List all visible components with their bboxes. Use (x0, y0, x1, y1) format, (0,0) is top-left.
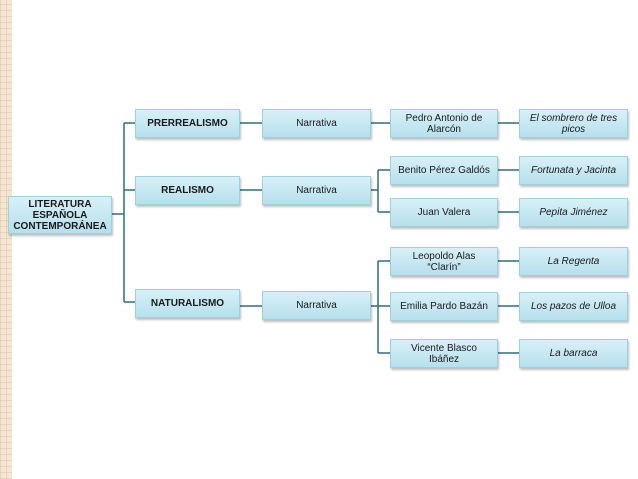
author-pardo-bazan: Emilia Pardo Bazán (390, 292, 498, 321)
work-pepita-jimenez: Pepita Jiménez (519, 198, 628, 227)
genre-prerrealismo: Narrativa (262, 109, 371, 138)
work-la-regenta: La Regenta (519, 247, 628, 276)
movement-prerrealismo: PRERREALISMO (135, 109, 240, 138)
decorative-left-stripe (0, 0, 12, 479)
movement-realismo: REALISMO (135, 176, 240, 205)
work-fortunata-jacinta: Fortunata y Jacinta (519, 156, 628, 185)
connector-naturalismo-authors (371, 260, 390, 354)
author-galdos: Benito Pérez Galdós (390, 156, 498, 185)
author-blasco-ibanez: Vicente Blasco Ibáñez (390, 339, 498, 368)
author-alarcon: Pedro Antonio de Alarcón (390, 109, 498, 138)
work-pazos-ulloa: Los pazos de Ulloa (519, 292, 628, 321)
root-node: LITERATURA ESPAÑOLA CONTEMPORÁNEA (8, 196, 112, 234)
movement-naturalismo: NATURALISMO (135, 289, 240, 318)
work-la-barraca: La barraca (519, 339, 628, 368)
genre-naturalismo: Narrativa (262, 291, 371, 320)
work-sombrero-tres-picos: El sombrero de tres picos (519, 109, 628, 138)
author-clarin: Leopoldo Alas “Clarín” (390, 247, 498, 276)
author-valera: Juan Valera (390, 198, 498, 227)
connector-works (498, 122, 519, 354)
connector-root (112, 122, 135, 303)
genre-realismo: Narrativa (262, 176, 371, 205)
connector-realismo-authors (371, 169, 390, 213)
